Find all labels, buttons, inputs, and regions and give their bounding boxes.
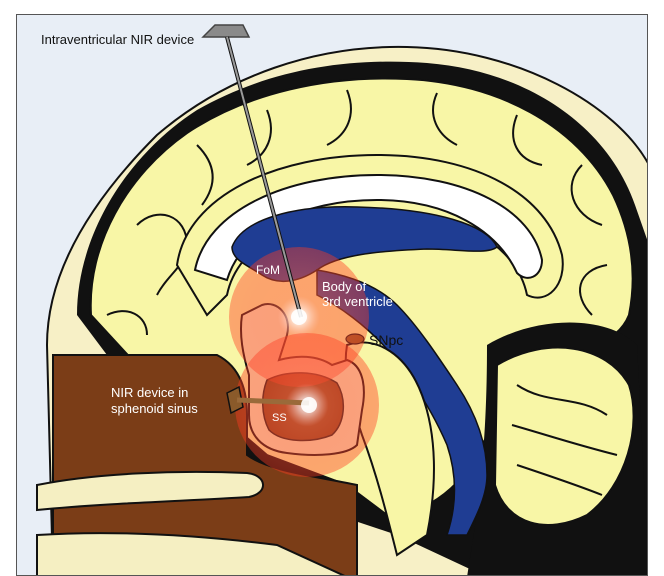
sphenoid-emitter xyxy=(301,397,317,413)
figure-frame: Intraventricular NIR device FoM Body of … xyxy=(16,14,648,576)
label-sphenoid-device-line2: sphenoid sinus xyxy=(111,401,198,416)
label-third-ventricle-line1: Body of xyxy=(322,279,366,294)
sphenoid-device-probe xyxy=(237,400,309,403)
label-intraventricular-device: Intraventricular NIR device xyxy=(41,32,194,47)
label-third-ventricle-line2: 3rd ventricle xyxy=(322,294,393,309)
label-ss: SS xyxy=(272,411,287,426)
intraventricular-device-cap xyxy=(203,25,249,37)
intraventricular-emitter xyxy=(291,309,307,325)
label-sphenoid-device-line1: NIR device in xyxy=(111,385,188,400)
label-fom: FoM xyxy=(256,263,280,278)
label-snpc: SNpc xyxy=(369,333,403,348)
